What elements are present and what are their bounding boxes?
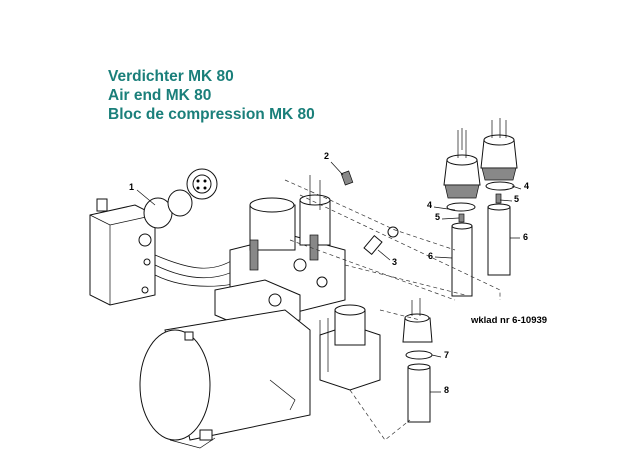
- part-2-screw: [340, 170, 354, 186]
- title-en: Air end MK 80: [108, 87, 212, 104]
- callout-4-left: 4: [427, 200, 433, 210]
- callout-5-left: 5: [435, 212, 441, 222]
- callout-8: 8: [444, 385, 450, 395]
- callout-4-right: 4: [524, 181, 530, 191]
- callout-5-right: 5: [514, 194, 520, 204]
- separator-housing-right: [480, 118, 518, 276]
- receiver-tank: [139, 309, 311, 449]
- title-fr: Bloc de compression MK 80: [108, 106, 315, 123]
- part-3-sleeve: [363, 226, 399, 256]
- sight-glass: [143, 168, 218, 229]
- lower-block: [319, 304, 381, 391]
- callout-2: 2: [324, 151, 330, 161]
- separator-housing-left: [443, 128, 481, 297]
- callout-6-right: 6: [523, 232, 529, 242]
- callout-6-left: 6: [428, 251, 434, 261]
- callout-7: 7: [444, 350, 450, 360]
- title-de: Verdichter MK 80: [108, 68, 234, 85]
- callout-3: 3: [392, 257, 398, 267]
- oil-tank: [89, 198, 156, 306]
- callout-1: 1: [129, 182, 135, 192]
- oil-filter-housing: [402, 298, 433, 423]
- insert-number-note: wklad nr 6-10939: [471, 315, 548, 326]
